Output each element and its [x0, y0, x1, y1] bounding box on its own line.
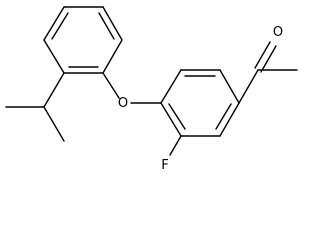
- chemical-structure-diagram: O F O: [5, 6, 298, 173]
- carbonyl-bond: [260, 45, 277, 73]
- isopropylphenyl-ring: [43, 6, 123, 74]
- acetyl-group: O: [238, 25, 298, 104]
- double-bond-inner: [168, 103, 186, 130]
- bond: [219, 69, 240, 104]
- oxygen-atom-label: O: [118, 96, 128, 111]
- bond: [169, 135, 182, 156]
- double-bond-inner: [98, 12, 115, 40]
- bond: [43, 72, 65, 108]
- carbonyl-bond: [254, 41, 271, 69]
- fluorine-atom-label: F: [161, 158, 168, 173]
- double-bond-inner: [215, 103, 232, 130]
- isopropyl-group: [5, 72, 65, 142]
- bond: [102, 72, 120, 99]
- bond: [160, 102, 182, 137]
- bond: [102, 39, 123, 74]
- bond: [43, 6, 65, 41]
- fluorophenyl-ring: [160, 69, 240, 137]
- bond: [219, 102, 240, 137]
- bond: [102, 6, 123, 41]
- bond: [43, 106, 65, 142]
- bond: [238, 69, 259, 104]
- fluoro-substituent: F: [161, 135, 182, 173]
- ether-linkage: O: [102, 72, 162, 111]
- double-bond-inner: [51, 12, 69, 40]
- bond: [43, 39, 65, 74]
- carbonyl-oxygen-atom-label: O: [273, 25, 283, 40]
- bond: [160, 69, 182, 104]
